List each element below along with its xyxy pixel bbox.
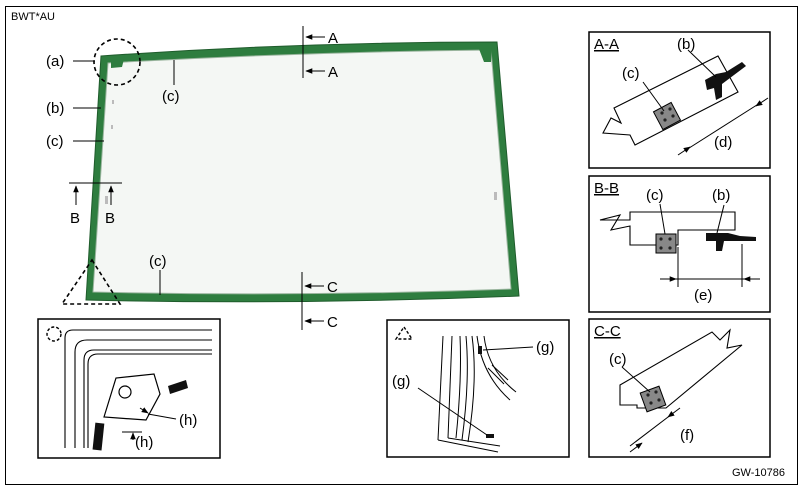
bracket-hole	[118, 385, 132, 399]
aa-clip-b	[705, 62, 746, 100]
aa-leader-c	[642, 81, 665, 112]
edge-line-1	[437, 335, 444, 441]
section-c-label-bottom: C	[327, 314, 338, 331]
bb-leader-b	[716, 204, 725, 234]
glass-tick-1	[112, 100, 114, 104]
section-aa-title: A-A	[594, 36, 619, 53]
section-aa-frame	[588, 31, 771, 169]
bb-label-e: (e)	[694, 287, 712, 304]
section-a-label-top: A	[328, 30, 338, 47]
bb-leader-c	[659, 203, 666, 235]
bb-adhesive-dots	[659, 237, 672, 250]
section-a-label-bottom: A	[328, 64, 338, 81]
section-bb-frame	[588, 175, 771, 313]
glass-tick-2	[111, 125, 113, 129]
cc-label-f: (f)	[680, 427, 694, 444]
aa-label-d: (d)	[714, 134, 732, 151]
cc-adhesive-dots	[646, 390, 661, 405]
figure-id: GW-10786	[732, 467, 785, 479]
label-c-top: (c)	[162, 88, 180, 105]
cc-adhesive-block	[639, 385, 667, 413]
h-arrow-1	[139, 407, 149, 414]
detail-triangle-marker	[60, 258, 122, 305]
cc-glass-body	[619, 328, 743, 409]
bb-label-c: (c)	[646, 187, 664, 204]
aa-adhesive-dots	[660, 107, 675, 122]
g-marker-bottom	[486, 434, 494, 438]
aa-glass-body	[602, 55, 739, 146]
molding-edge-4	[87, 353, 212, 448]
cc-leader-c	[621, 366, 651, 393]
leader-g2	[417, 387, 488, 436]
label-c-bottom: (c)	[149, 253, 167, 270]
outer-frame	[5, 6, 798, 485]
edge-line-11	[447, 437, 501, 447]
edge-line-4	[461, 335, 468, 441]
black-marker-right	[168, 380, 188, 394]
detail-circle-marker	[93, 38, 141, 86]
section-c-label-top: C	[327, 279, 338, 296]
leader-g1	[482, 346, 534, 351]
detail-triangle-panel: (g) (g)	[386, 319, 570, 458]
section-aa-panel: A-A (b) (c) (d)	[588, 31, 771, 169]
black-marker-left	[92, 422, 105, 451]
section-bb-panel: B-B (c) (b) (e)	[588, 175, 771, 313]
bb-clip-b	[706, 233, 756, 251]
windshield-glass	[92, 49, 512, 295]
corner-bracket-left	[111, 55, 125, 68]
corner-bracket-right	[479, 48, 492, 62]
bb-adhesive-block	[655, 233, 677, 254]
edge-line-8	[487, 367, 505, 385]
aa-dim-arrow-2	[755, 97, 769, 107]
label-g1: (g)	[536, 339, 554, 356]
aa-label-b: (b)	[677, 36, 695, 53]
label-h2: (h)	[135, 434, 153, 451]
cc-dim-line	[629, 413, 673, 447]
aa-dim-line	[685, 102, 761, 151]
aa-dim-arrow-1	[677, 146, 691, 156]
windshield-main-view: (a) (b) (c) (c) (c) A A C C B B	[46, 26, 520, 331]
edge-line-6	[476, 335, 511, 401]
cc-dim-arrow-2	[667, 407, 681, 418]
h-dim-line-1	[147, 413, 177, 420]
aa-adhesive-block	[652, 101, 682, 131]
detail-circle-icon	[46, 326, 62, 342]
label-c-left: (c)	[46, 133, 64, 150]
molding-edge-1	[64, 329, 212, 448]
header-code: BWT*AU	[11, 11, 55, 23]
bb-label-b: (b)	[712, 187, 730, 204]
section-b-label-right: B	[105, 210, 115, 227]
molding-edge-3	[83, 349, 212, 448]
section-bb-title: B-B	[594, 180, 619, 197]
molding-edge-2	[74, 339, 212, 448]
edge-line-9	[491, 364, 509, 381]
edge-line-2	[447, 335, 453, 439]
detail-triangle-icon	[394, 325, 414, 340]
edge-line-5	[467, 335, 475, 443]
label-a: (a)	[46, 53, 64, 70]
cc-label-c: (c)	[609, 351, 627, 368]
section-cc-panel: C-C (c) (f)	[588, 318, 771, 458]
glass-marker-right	[494, 192, 497, 200]
detail-circle-panel: (h) (h)	[37, 318, 221, 459]
section-b-label-left: B	[70, 210, 80, 227]
bb-glass-body	[599, 211, 736, 246]
edge-line-3	[455, 335, 461, 439]
cc-dim-arrow-1	[629, 442, 643, 453]
g-marker-top	[478, 346, 482, 354]
aa-label-c: (c)	[622, 65, 640, 82]
label-h1: (h)	[179, 412, 197, 429]
edge-line-10	[437, 439, 499, 453]
aa-leader-b	[687, 49, 717, 78]
label-b: (b)	[46, 100, 64, 117]
section-cc-title: C-C	[594, 323, 621, 340]
label-g2: (g)	[392, 373, 410, 390]
glass-marker-left	[105, 196, 108, 204]
